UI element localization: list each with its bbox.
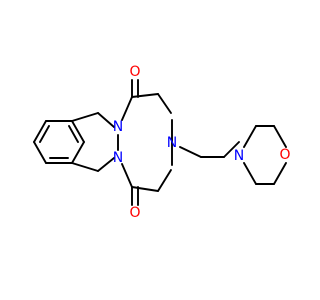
atom-n-top-label: N [113, 119, 123, 135]
atom-o-top-label: O [129, 64, 140, 80]
ring-bond [71, 162, 99, 172]
benzene-bond [33, 120, 47, 143]
ring-bond [97, 112, 115, 128]
benzene-bond [71, 120, 85, 143]
atom-label-group: O O O N N N N [113, 64, 291, 221]
benzene-double-bond [39, 125, 50, 143]
ring-bond [121, 163, 133, 188]
morpholine-bond [273, 125, 287, 148]
ring-bond [97, 157, 115, 172]
molecule-structure: O O O N N N N [33, 64, 291, 221]
benzene-double-bond [68, 125, 79, 143]
atom-o-bottom-label: O [129, 205, 140, 221]
chain-bond [179, 146, 202, 158]
chain-bond [223, 141, 240, 158]
atom-o-morpholine-label: O [279, 147, 290, 163]
morpholine-bond [243, 125, 257, 148]
ring-bond [131, 186, 159, 192]
benzene-bond [33, 141, 47, 164]
atom-n-bottom-label: N [113, 150, 123, 166]
molecule-canvas: O O O N N N N [33, 64, 291, 221]
ring-bond [157, 93, 172, 114]
atom-n-ring-label: N [167, 135, 177, 151]
morpholine-bond [273, 162, 287, 185]
ring-bond [157, 169, 172, 192]
ring-bond [131, 93, 159, 98]
benzene-bond [71, 141, 85, 164]
bond-group [33, 79, 287, 206]
atom-n-morpholine-label: N [234, 148, 244, 164]
ring-bond [71, 112, 99, 122]
ring-bond [121, 96, 133, 121]
morpholine-bond [243, 162, 257, 185]
